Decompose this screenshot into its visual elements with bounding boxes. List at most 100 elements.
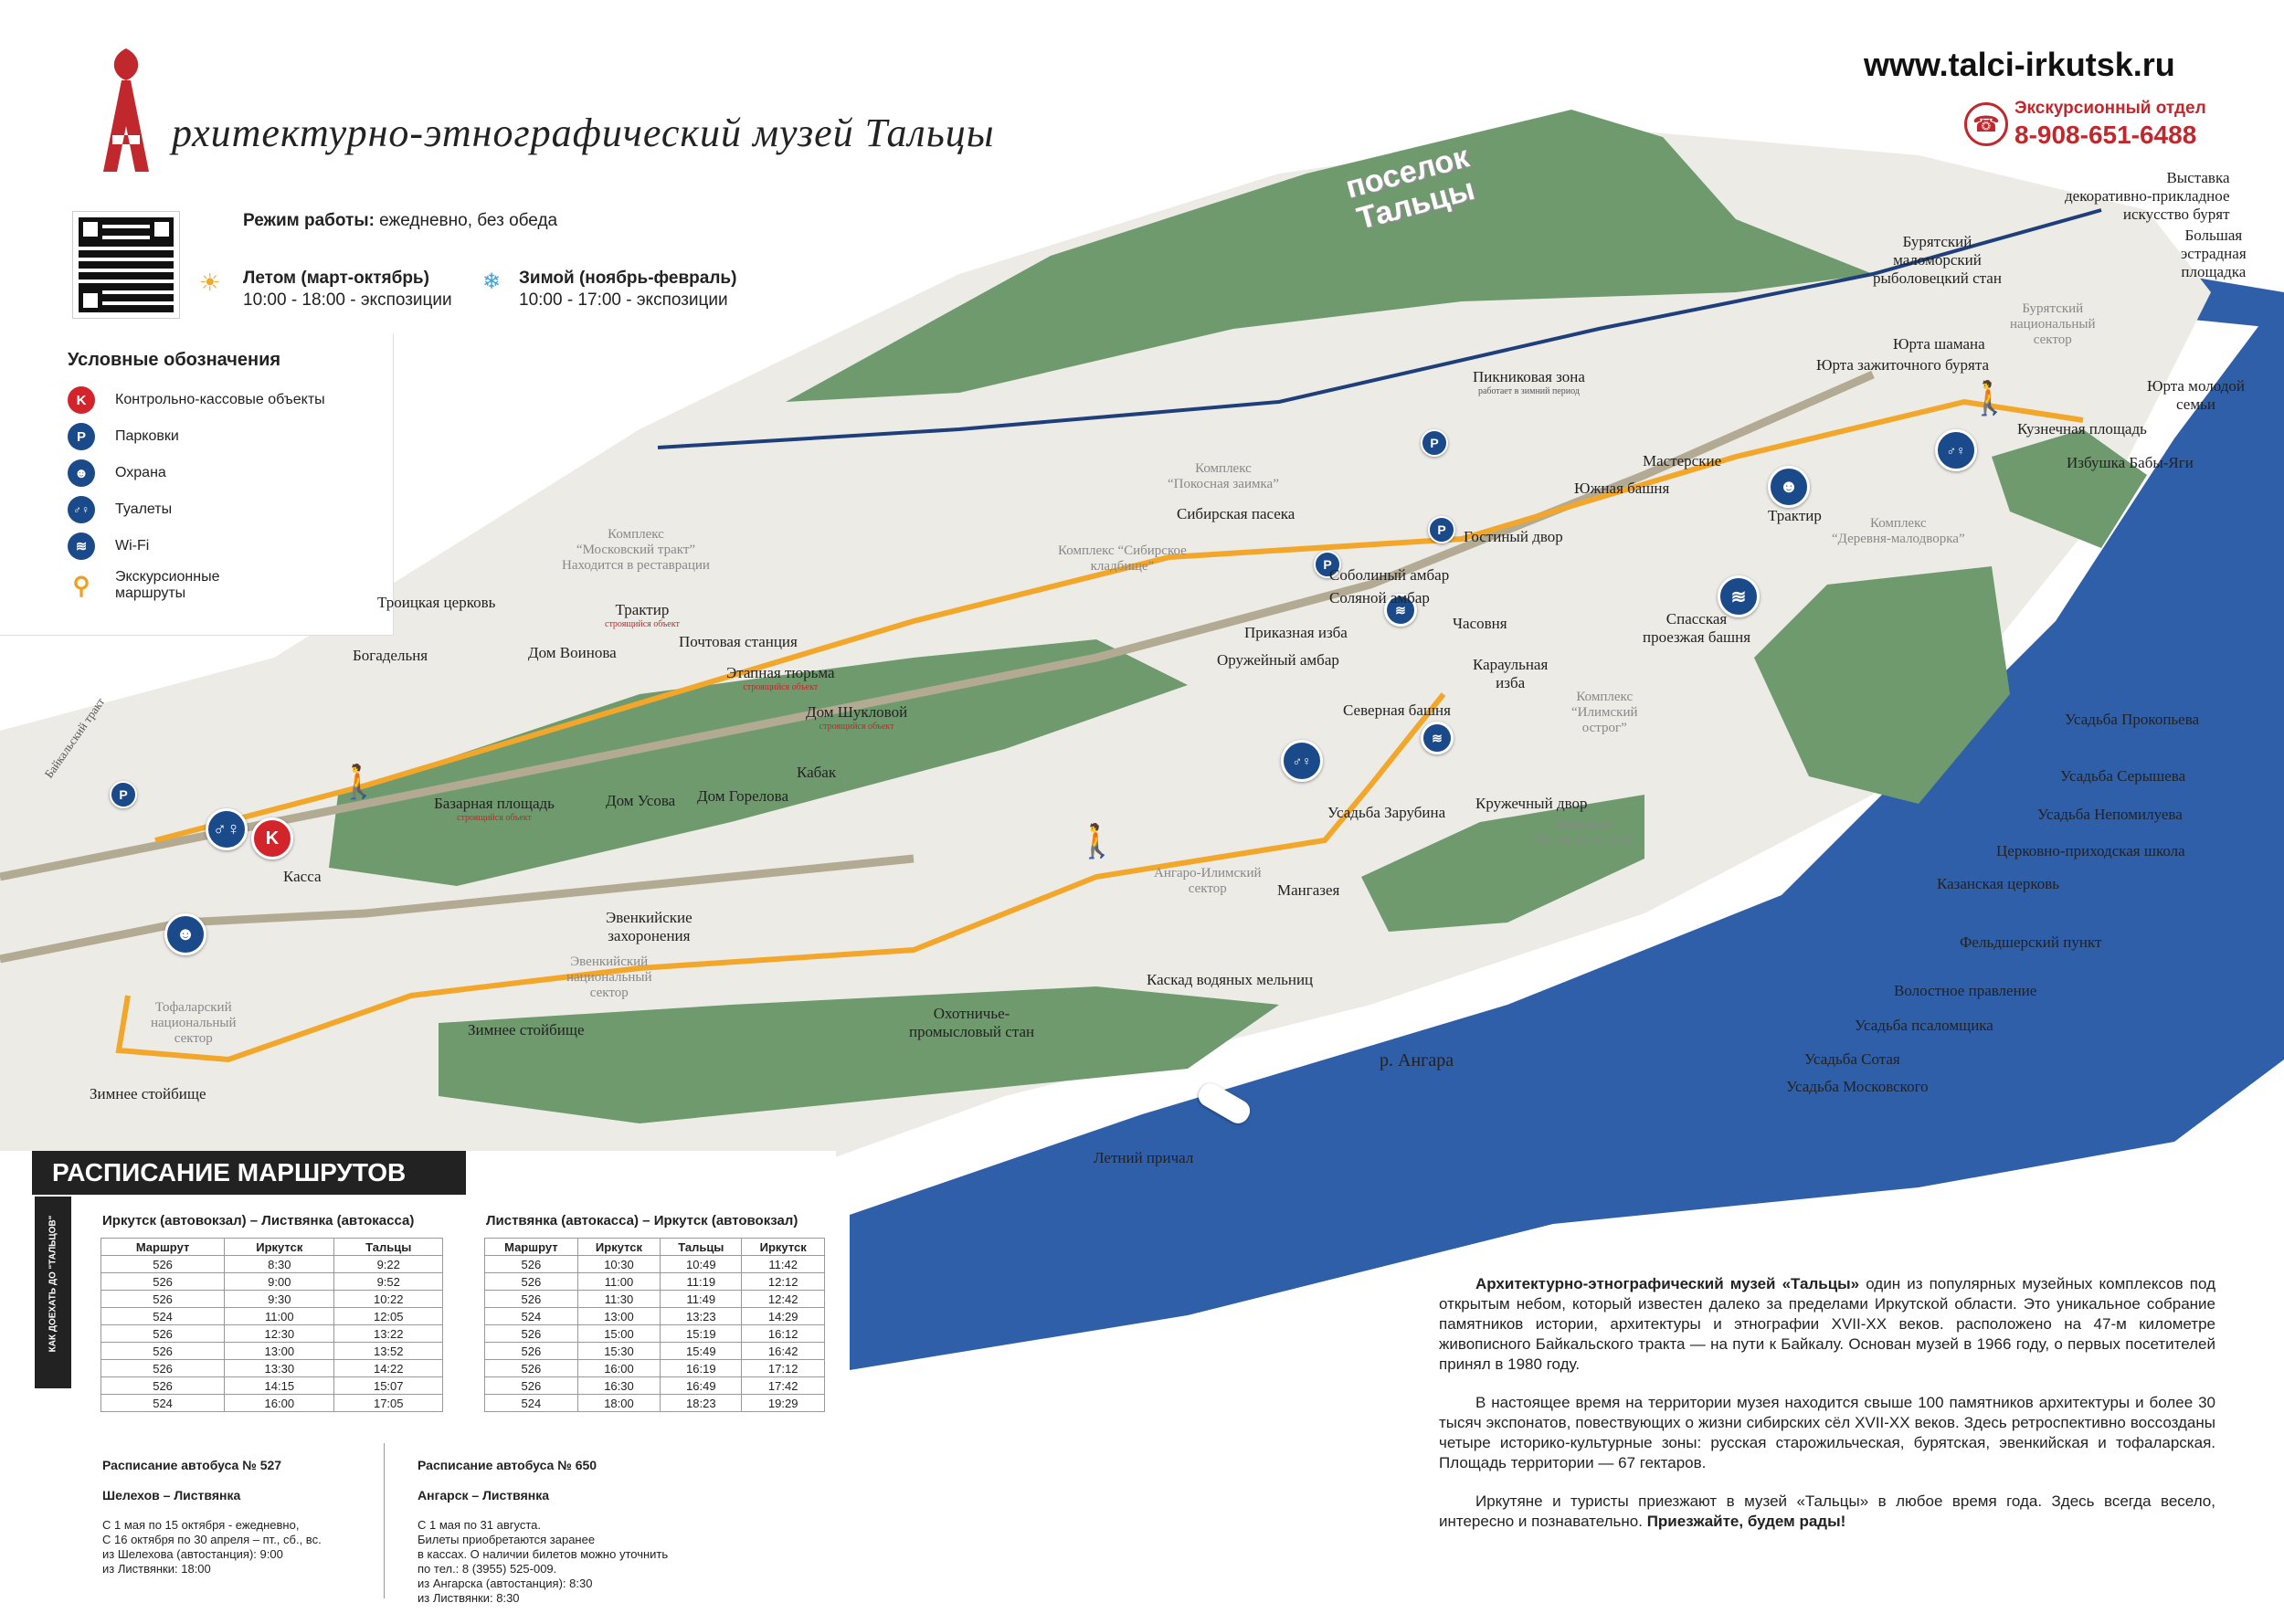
parking-icon[interactable]: P [1314,551,1341,578]
phone-icon: ☎ [1964,102,2008,146]
table-cell: 15:49 [660,1342,743,1360]
hill-south [439,986,1279,1123]
map-label: Соляной амбар [1329,589,1430,606]
toilet-icon[interactable]: ♂♀ [206,808,248,850]
security-icon[interactable]: ☻ [164,913,206,955]
wifi-icon: ≋ [68,533,95,560]
table-cell: 526 [484,1290,578,1308]
table-cell: 9:22 [333,1255,443,1273]
security-icon: ☻ [68,459,95,487]
table-cell: 18:00 [576,1394,661,1412]
map-label: Дом Горелова [697,787,788,805]
tract-road [0,854,915,964]
map-label: Бурятский национальный сектор [2010,301,2096,347]
summer-hours-value: 10:00 - 18:00 - экспозиции [243,290,452,310]
cashier-icon[interactable]: K [251,817,293,859]
table-header: Тальцы [333,1238,443,1256]
wifi-icon[interactable]: ≋ [1421,722,1454,754]
table-header: Маршрут [100,1238,226,1256]
table-cell: 526 [484,1376,578,1395]
description-paragraph: Архитектурно-этнографический музей «Таль… [1439,1275,2215,1373]
schedule-title: РАСПИСАНИЕ МАРШРУТОВ [32,1151,466,1195]
table-cell: 9:52 [333,1272,443,1291]
toilet-icon[interactable]: ♂♀ [1935,429,1977,471]
map-label: Усадьба Прокопьева [2065,711,2200,728]
schedule-side-tab: КАК ДОЕХАТЬ ДО "ТАЛЬЦОВ" [35,1197,71,1388]
map-label: Усадьба Зарубина [1327,804,1446,821]
hiker-icon: 🚶 [338,763,379,800]
bus-527-info: Расписание автобуса № 527 Шелехов – Лист… [102,1443,404,1577]
legend-label: Парковки [115,428,179,444]
bus-route: Ангарск – Листвянка [418,1488,550,1503]
table-cell: 526 [100,1290,226,1308]
table-cell: 15:30 [576,1342,661,1360]
hiker-icon: 🚶 [1076,822,1117,859]
table-cell: 12:12 [741,1272,825,1291]
website-link[interactable]: www.talci-irkutsk.ru [1864,46,2175,83]
map-label: Зимнее стойбище [90,1085,206,1102]
map-label: Усадьба Непомилуева [2037,806,2183,823]
map-label: Комплекс “Деревня-малодворка” [1832,516,1965,546]
hill-north [786,110,1873,402]
table-cell: 10:30 [576,1255,661,1273]
table-cell: 526 [484,1255,578,1273]
table-cell: 526 [100,1255,226,1273]
divider [384,1443,385,1598]
table-cell: 12:42 [741,1290,825,1308]
table-cell: 524 [100,1307,226,1325]
table-cell: 16:19 [660,1359,743,1377]
map-label: Приказная изба [1244,624,1348,641]
table-cell: 18:23 [660,1394,743,1412]
phone-number[interactable]: 8-908-651-6488 [2014,121,2197,149]
map-label: Усадьба Серышева [2060,767,2186,785]
table-cell: 526 [100,1324,226,1343]
table1-title: Иркутск (автовокзал) – Листвянка (автока… [102,1213,415,1229]
table-cell: 11:30 [576,1290,661,1308]
table-header: Иркутск [576,1238,661,1256]
table-cell: 11:00 [576,1272,661,1291]
table-cell: 526 [484,1324,578,1343]
bus-text: С 1 мая по 15 октября - ежедневно, С 16 … [102,1518,322,1576]
map-label: Юрта зажиточного бурята [1816,356,1990,374]
map-label: Дом Воинова [528,644,617,661]
parking-icon[interactable]: P [110,781,137,808]
parking-icon[interactable]: P [1421,429,1448,457]
parking-icon[interactable]: P [1428,516,1455,543]
table-cell: 13:23 [660,1307,743,1325]
table-cell: 13:00 [576,1307,661,1325]
security-icon[interactable]: ☻ [1768,466,1810,508]
map-label: Комплекс “Московский тракт” Находится в … [562,527,710,573]
wifi-icon[interactable]: ≋ [1384,594,1417,627]
hiker-icon: ⚲ [72,571,90,599]
map-label: Тофаларский национальный сектор [151,1000,237,1046]
table-cell: 15:19 [660,1324,743,1343]
table-cell: 15:07 [333,1376,443,1395]
toilet-icon[interactable]: ♂♀ [1281,740,1323,782]
opening-hours: Режим работы: ежедневно, без обеда [243,211,558,230]
table-cell: 524 [484,1307,578,1325]
legend-item-security: ☻ Охрана [68,459,166,487]
parking-icon: P [68,423,95,450]
table-cell: 526 [484,1272,578,1291]
legend-item-parking: P Парковки [68,423,179,450]
wifi-icon[interactable]: ≋ [1718,575,1760,617]
qr-code[interactable] [73,212,179,318]
map-label-kassa: Касса [283,868,322,885]
map-label: Фельдшерский пункт [1960,933,2102,951]
bus-650-info: Расписание автобуса № 650 Ангарск – Лист… [418,1443,765,1606]
map-label: Спасская проезжая башня [1643,610,1751,646]
table-cell: 15:00 [576,1324,661,1343]
legend-item-cashier: K Контрольно-кассовые объекты [68,386,325,414]
map-label: Каскад водяных мельниц [1147,971,1314,988]
